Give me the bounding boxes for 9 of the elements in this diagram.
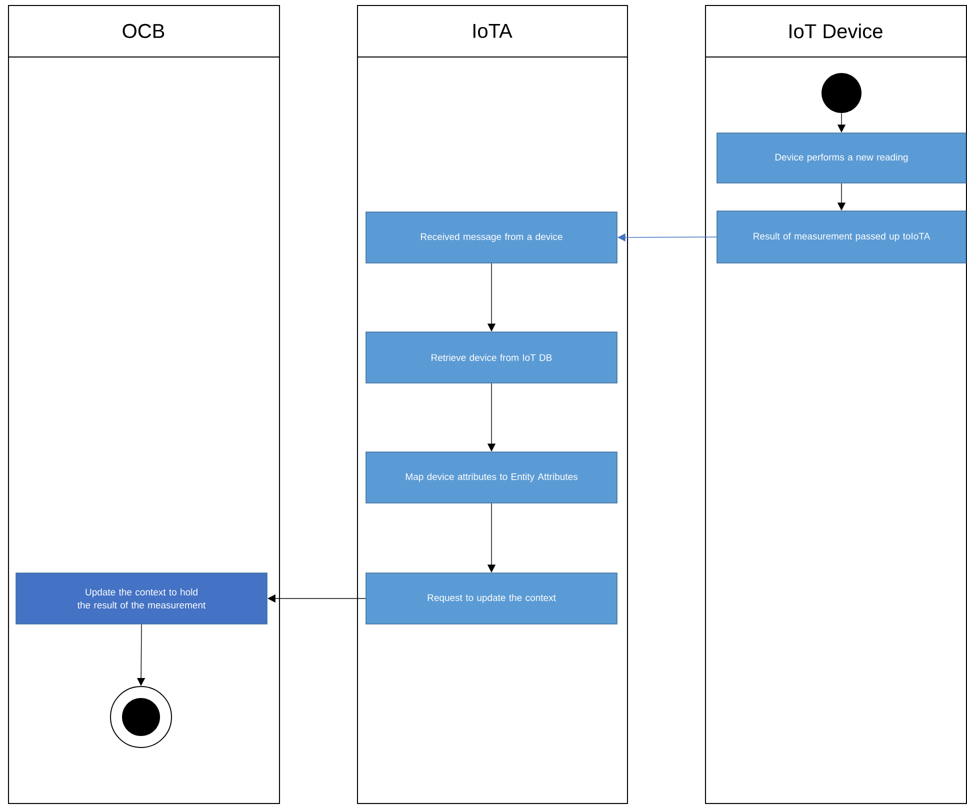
activity-box: Result of measurement passed up toIoTA [716,210,966,264]
start-node [822,73,862,113]
end-node [110,686,172,748]
activity-box: Retrieve device from IoT DB [366,332,618,384]
activity-box: Received message from a device [366,212,618,264]
activity-box: Map device attributes to Entity Attributes [366,452,618,504]
activity-box: Device performs a new reading [716,132,966,184]
activity-box: Request to update the context [366,572,618,624]
activity-box: Update the context to hold the result of the measurement [16,572,268,624]
